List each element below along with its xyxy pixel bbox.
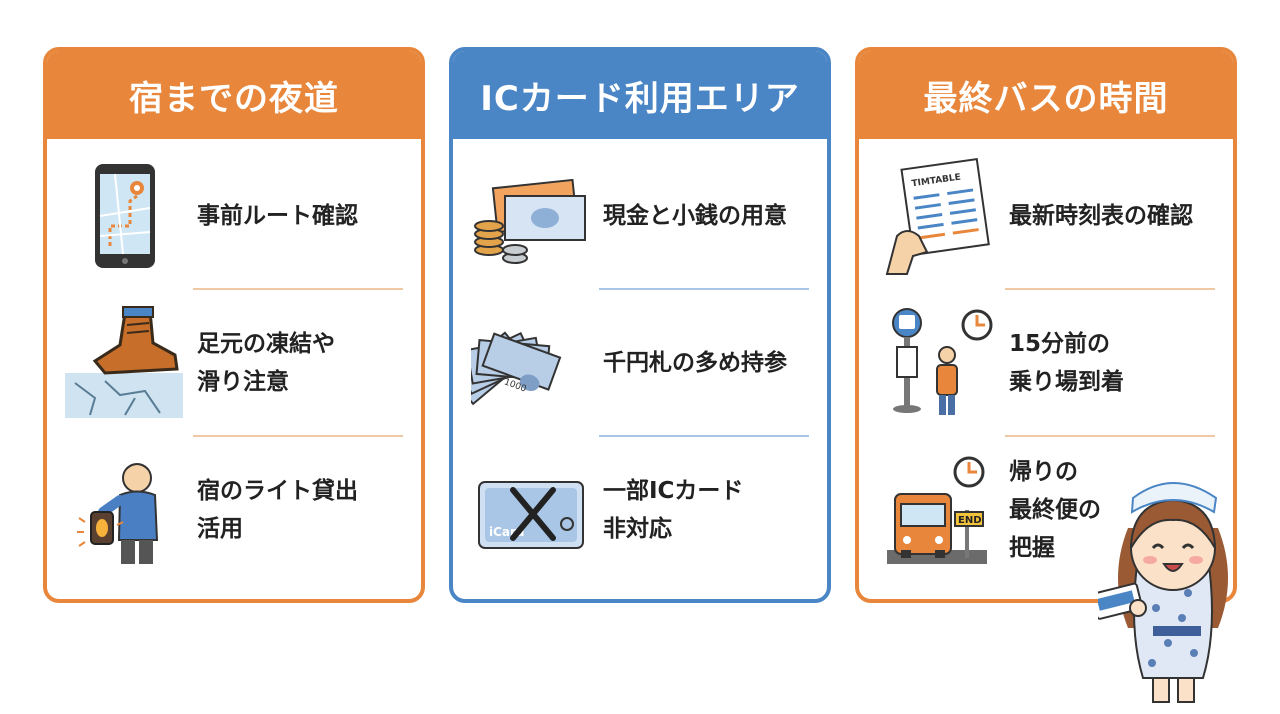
divider bbox=[1005, 288, 1215, 290]
item-label: 帰りの 最終便の 把握 bbox=[1009, 459, 1101, 561]
cash-and-coins-icon bbox=[474, 178, 586, 264]
list-item: 宿のライト貸出 活用 bbox=[47, 437, 421, 583]
item-label: 事前ルート確認 bbox=[197, 203, 358, 229]
divider bbox=[193, 435, 403, 437]
card-ic-card-area: ICカード利用エリア 現金と小銭の用意 bbox=[449, 47, 831, 603]
item-label: 足元の凍結や 滑り注意 bbox=[197, 331, 335, 395]
item-label: 千円札の多め持参 bbox=[603, 350, 787, 376]
banknote-fan-icon: 1000 bbox=[471, 331, 562, 406]
bus-end-clock-icon: END bbox=[887, 456, 987, 564]
divider bbox=[599, 435, 809, 437]
list-item: iCard 一部ICカード 非対応 bbox=[453, 437, 827, 583]
list-item: 1000 千円札の多め持参 bbox=[453, 290, 827, 436]
timetable-in-hand-icon: TIMTABLE bbox=[885, 157, 990, 275]
list-item: 事前ルート確認 bbox=[47, 143, 421, 289]
person-with-lantern-icon bbox=[77, 463, 159, 564]
item-label: 最新時刻表の確認 bbox=[1009, 203, 1193, 229]
card-night-road: 宿までの夜道 事前ルート確認 足元の凍結や 滑り注意 bbox=[43, 47, 425, 603]
divider bbox=[193, 288, 403, 290]
bus-stop-clock-icon bbox=[892, 308, 993, 415]
item-label: 現金と小銭の用意 bbox=[603, 203, 787, 229]
list-item: END 帰りの 最終便の 把握 bbox=[859, 437, 1233, 583]
list-item: TIMTABLE 最新時刻表の確認 bbox=[859, 143, 1233, 289]
smartphone-map-icon bbox=[95, 164, 155, 268]
card-title: 宿までの夜道 bbox=[47, 51, 421, 139]
card-title: 最終バスの時間 bbox=[859, 51, 1233, 139]
card-last-bus: 最終バスの時間 TIMTABLE 最新時刻表の確認 bbox=[855, 47, 1237, 603]
item-label: 宿のライト貸出 活用 bbox=[197, 478, 358, 542]
list-item: 足元の凍結や 滑り注意 bbox=[47, 290, 421, 436]
divider bbox=[599, 288, 809, 290]
mascot-girl-with-card-icon bbox=[1098, 482, 1228, 703]
end-sign-text: END bbox=[958, 515, 982, 526]
boot-on-ice-icon bbox=[65, 306, 183, 418]
item-label: 一部ICカード 非対応 bbox=[603, 478, 744, 542]
list-item: 15分前の 乗り場到着 bbox=[859, 290, 1233, 436]
card-title: ICカード利用エリア bbox=[453, 51, 827, 139]
divider bbox=[1005, 435, 1215, 437]
list-item: 現金と小銭の用意 bbox=[453, 143, 827, 289]
item-label: 15分前の 乗り場到着 bbox=[1009, 331, 1124, 395]
ic-card-crossed-icon: iCard bbox=[478, 481, 584, 549]
